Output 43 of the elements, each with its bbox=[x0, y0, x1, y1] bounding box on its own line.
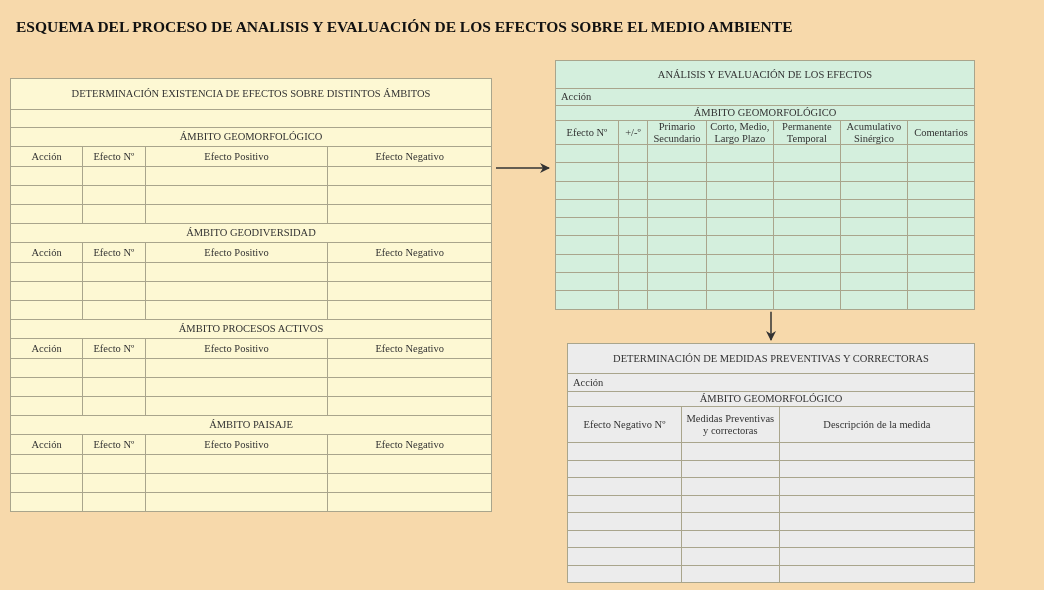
table-title: DETERMINACIÓN DE MEDIDAS PREVENTIVAS Y CORRECTORAS bbox=[567, 343, 975, 374]
column-header: Efecto Nº bbox=[82, 434, 146, 455]
column-header: Efecto Negativo bbox=[327, 242, 492, 263]
section-title: ÁMBITO GEODIVERSIDAD bbox=[10, 223, 492, 243]
column-header: Efecto Negativo Nº bbox=[567, 406, 682, 443]
row-label: Acción bbox=[555, 88, 975, 106]
form-table bbox=[10, 78, 492, 512]
table-title: DETERMINACIÓN EXISTENCIA DE EFECTOS SOBRE DISTINTOS ÁMBITOS bbox=[10, 78, 492, 110]
column-header: Descripción de la medida bbox=[779, 406, 975, 443]
section-title: ÁMBITO PROCESOS ACTIVOS bbox=[10, 319, 492, 339]
column-header: Permanente Temporal bbox=[773, 120, 841, 145]
column-header: Efecto Positivo bbox=[145, 434, 328, 455]
section-title: ÁMBITO GEOMORFOLÓGICO bbox=[555, 105, 975, 121]
column-header: Acumulativo Sinérgico bbox=[840, 120, 908, 145]
form-table bbox=[567, 343, 975, 583]
column-header: Efecto Nº bbox=[82, 338, 146, 359]
column-header: Efecto Positivo bbox=[145, 338, 328, 359]
column-header: Efecto Positivo bbox=[145, 242, 328, 263]
table-title: ANÁLISIS Y EVALUACIÓN DE LOS EFECTOS bbox=[555, 60, 975, 89]
row-label: Acción bbox=[567, 373, 975, 392]
column-header: Efecto Positivo bbox=[145, 146, 328, 167]
section-title: ÁMBITO GEOMORFOLÓGICO bbox=[10, 127, 492, 147]
column-header: Efecto Nº bbox=[82, 242, 146, 263]
column-header: Acción bbox=[10, 434, 83, 455]
column-header: Comentarios bbox=[907, 120, 975, 145]
column-header: Efecto Negativo bbox=[327, 146, 492, 167]
column-header: +/-º bbox=[618, 120, 648, 145]
column-header: Primario Secundario bbox=[647, 120, 707, 145]
diagram-title: ESQUEMA DEL PROCESO DE ANALISIS Y EVALUACIÓN DE LOS EFECTOS SOBRE EL MEDIO AMBIENTE bbox=[16, 18, 793, 36]
form-table bbox=[555, 60, 975, 310]
arrow bbox=[766, 310, 776, 341]
column-header: Efecto Negativo bbox=[327, 434, 492, 455]
section-title: ÁMBITO PAISAJE bbox=[10, 415, 492, 435]
column-header: Efecto Negativo bbox=[327, 338, 492, 359]
section-title: ÁMBITO GEOMORFOLÓGICO bbox=[567, 391, 975, 407]
arrow bbox=[495, 163, 550, 173]
column-header: Corto, Medio, Largo Plazo bbox=[706, 120, 774, 145]
column-header: Efecto Nº bbox=[82, 146, 146, 167]
column-header: Acción bbox=[10, 338, 83, 359]
column-header: Acción bbox=[10, 242, 83, 263]
column-header: Efecto Nº bbox=[555, 120, 619, 145]
column-header: Acción bbox=[10, 146, 83, 167]
column-header: Medidas Preventivas y correctoras bbox=[681, 406, 780, 443]
